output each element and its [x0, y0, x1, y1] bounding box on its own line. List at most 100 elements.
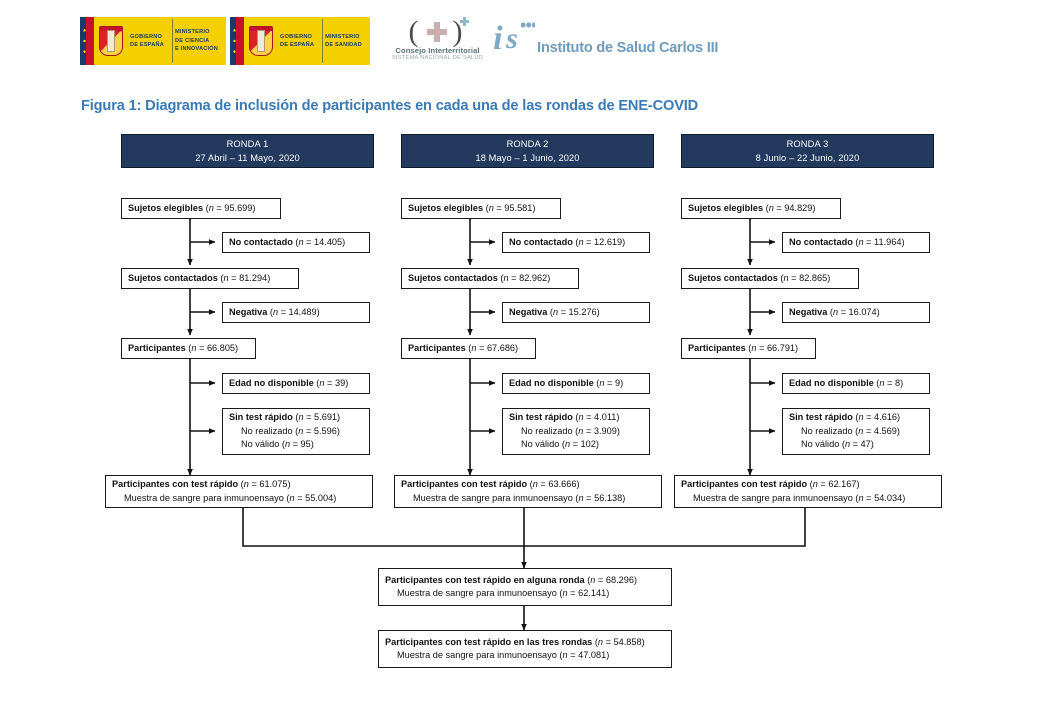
box-label: Sujetos elegibles [408, 202, 484, 213]
isciii-logo: i s Instituto de Salud Carlos III [491, 20, 718, 62]
box-no-rapid-test-round-2: Sin test rápido (n = 4.011) No realizado… [502, 408, 650, 455]
box-refusal-round-2: Negativa (n = 15.276) [502, 302, 650, 323]
box-contacted-round-2: Sujetos contactados (n = 82.962) [401, 268, 579, 289]
cisns-title: Consejo Interterritorial [395, 46, 480, 55]
box-label: Participantes con test rápido [112, 479, 239, 490]
box-sub-label: Muestra de sangre para inmunoensayo [413, 492, 573, 503]
gov-line-1: GOBIERNO [130, 33, 163, 40]
spain-coat-of-arms-icon [244, 17, 278, 65]
box-sub-label-2: No válido [241, 439, 280, 450]
box-count: 62.167 [828, 479, 857, 490]
gov-line-1: GOBIERNO [280, 33, 313, 40]
round-3-dates: 8 Junio – 22 Junio, 2020 [755, 153, 860, 163]
box-label: Negativa [229, 306, 268, 317]
box-label: Sujetos contactados [408, 272, 498, 283]
box-sub-count-1: 3.909 [593, 425, 617, 436]
spain-coat-of-arms-icon [94, 17, 128, 65]
box-count: 8 [894, 377, 901, 388]
ministry-line-3: E INNOVACIÓN [175, 46, 219, 53]
box-sub-count: 47.081 [578, 650, 607, 660]
ministry-line-1: MINISTERIO [325, 33, 360, 40]
box-sub-count-2: 102 [580, 439, 596, 450]
logo-divider [172, 19, 174, 63]
box-no-rapid-test-round-3: Sin test rápido (n = 4.616) No realizado… [782, 408, 930, 455]
box-count: 66.805 [206, 342, 236, 353]
box-sub-label: Muestra de sangre para inmunoensayo [124, 492, 284, 503]
box-count: 68.296 [605, 574, 634, 585]
box-label: No contactado [509, 236, 573, 247]
box-age-unavailable-round-2: Edad no disponible (n = 9) [502, 373, 650, 394]
box-sub-count-1: 4.569 [873, 425, 897, 436]
box-sub-count: 54.034 [874, 492, 903, 503]
box-sub-label-2: No válido [801, 439, 840, 450]
box-count: 4.616 [874, 412, 898, 423]
box-with-rapid-test-round-2: Participantes con test rápido (n = 63.66… [394, 475, 662, 508]
gobierno-ciencia-innovacion-logo: GOBIERNO DE ESPAÑA MINISTERIO DE CIENCIA… [80, 17, 227, 65]
medical-cross-parenthesis-icon: ( ) [407, 15, 469, 48]
box-count: 12.619 [594, 236, 623, 247]
box-refusal-round-1: Negativa (n = 14.489) [222, 302, 370, 323]
box-eligible-round-1: Sujetos elegibles (n = 95.699) [121, 198, 281, 219]
box-label: Participantes [128, 342, 186, 353]
box-label: Participantes con test rápido en alguna … [385, 574, 585, 585]
box-sub-count: 55.004 [305, 492, 334, 503]
box-three-rounds-summary: Participantes con test rápido en las tre… [378, 630, 672, 668]
box-label: Sujetos elegibles [688, 202, 764, 213]
box-not-contacted-round-3: No contactado (n = 11.964) [782, 232, 930, 253]
box-label: Edad no disponible [229, 377, 314, 388]
ministerio-sanidad-text: MINISTERIO DE SANIDAD [323, 17, 370, 65]
box-count: 95.699 [224, 202, 253, 213]
box-not-contacted-round-1: No contactado (n = 14.405) [222, 232, 370, 253]
box-sub-label-2: No válido [521, 439, 560, 450]
box-count: 4.011 [594, 412, 617, 423]
box-label: Participantes con test rápido en las tre… [385, 636, 593, 647]
box-label: Edad no disponible [509, 377, 594, 388]
box-sub-label-1: No realizado [241, 425, 293, 436]
box-count: 94.829 [784, 202, 813, 213]
box-count: 5.691 [314, 412, 338, 423]
box-count: 67.686 [486, 342, 516, 353]
gobierno-sanidad-logo: GOBIERNO DE ESPAÑA MINISTERIO DE SANIDAD [230, 17, 370, 65]
box-label: Participantes [688, 342, 746, 353]
spanish-flag-bar-icon [230, 17, 245, 65]
round-3-name: RONDA 3 [786, 138, 829, 149]
box-count: 54.858 [613, 636, 642, 647]
box-count: 66.791 [766, 342, 796, 353]
box-count: 14.405 [314, 236, 343, 247]
box-any-round-summary: Participantes con test rápido en alguna … [378, 568, 672, 606]
box-sub-count-2: 95 [300, 439, 311, 450]
figure-title: Figura 1: Diagrama de inclusión de parti… [81, 98, 699, 114]
ministry-line-2: DE SANIDAD [325, 42, 362, 48]
box-age-unavailable-round-3: Edad no disponible (n = 8) [782, 373, 930, 394]
box-label: Sin test rápido [229, 412, 293, 423]
logo-divider [322, 19, 324, 63]
gobierno-espana-text: GOBIERNO DE ESPAÑA [278, 17, 322, 65]
ministry-line-1: MINISTERIO [175, 29, 210, 36]
box-eligible-round-3: Sujetos elegibles (n = 94.829) [681, 198, 841, 219]
round-2-dates: 18 Mayo – 1 Junio, 2020 [475, 153, 580, 163]
box-count: 11.964 [874, 236, 902, 247]
ministry-line-2: DE CIENCIA [175, 37, 210, 44]
box-with-rapid-test-round-1: Participantes con test rápido (n = 61.07… [105, 475, 373, 508]
box-not-contacted-round-2: No contactado (n = 12.619) [502, 232, 650, 253]
consejo-interterritorial-logo: ( ) Consejo Interterritorial SISTEMA NAC… [392, 15, 483, 63]
box-count: 14.489 [288, 306, 317, 317]
box-participants-round-2: Participantes (n = 67.686) [401, 338, 536, 359]
box-sub-label-1: No realizado [801, 425, 853, 436]
box-count: 16.074 [848, 306, 877, 317]
ministerio-ciencia-text: MINISTERIO DE CIENCIA E INNOVACIÓN [173, 17, 226, 65]
spanish-flag-bar-icon [80, 17, 94, 65]
box-participants-round-1: Participantes (n = 66.805) [121, 338, 256, 359]
box-label: No contactado [789, 236, 853, 247]
box-label: Edad no disponible [789, 377, 874, 388]
gov-line-2: DE ESPAÑA [130, 42, 165, 48]
gov-line-2: DE ESPAÑA [280, 42, 315, 48]
box-sub-count: 56.138 [594, 492, 623, 503]
round-1-name: RONDA 1 [226, 138, 269, 149]
box-age-unavailable-round-1: Edad no disponible (n = 39) [222, 373, 370, 394]
box-with-rapid-test-round-3: Participantes con test rápido (n = 62.16… [674, 475, 942, 508]
box-label: No contactado [229, 236, 293, 247]
round-2-name: RONDA 2 [506, 138, 549, 149]
box-sub-count-1: 5.596 [313, 425, 337, 436]
